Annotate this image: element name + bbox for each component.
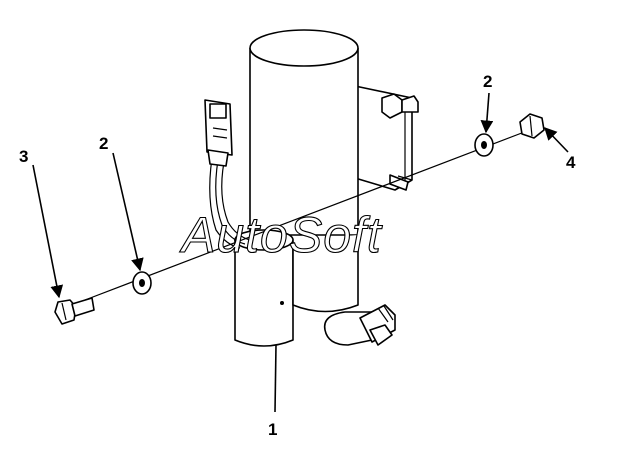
bracket-bolt bbox=[381, 93, 419, 119]
washer-right-icon bbox=[474, 133, 494, 157]
fuel-pump-lower-body bbox=[234, 229, 294, 347]
leader-part-1 bbox=[274, 344, 277, 413]
leader-part-2-right bbox=[480, 92, 494, 134]
hex-nut-icon bbox=[519, 113, 545, 139]
leader-part-3 bbox=[32, 164, 64, 299]
leader-part-2-left bbox=[112, 152, 144, 272]
callout-part-3: 3 bbox=[19, 147, 28, 166]
assembly-axis-line bbox=[84, 130, 528, 301]
fuel-pump-upper-body bbox=[249, 29, 359, 236]
callout-part-2-left: 2 bbox=[99, 134, 108, 153]
outlet-fitting bbox=[323, 304, 396, 346]
callout-part-2-right: 2 bbox=[483, 72, 492, 91]
hex-bolt-icon bbox=[54, 297, 95, 325]
wire-harness bbox=[209, 157, 251, 249]
watermark: AutoSoft bbox=[179, 207, 383, 263]
callout-part-4: 4 bbox=[566, 153, 576, 172]
leader-part-4 bbox=[544, 127, 569, 153]
washer-left-icon bbox=[132, 271, 152, 295]
callout-part-1: 1 bbox=[268, 420, 277, 439]
electrical-connector-icon bbox=[204, 99, 233, 167]
fuel-pump-base bbox=[292, 235, 359, 313]
